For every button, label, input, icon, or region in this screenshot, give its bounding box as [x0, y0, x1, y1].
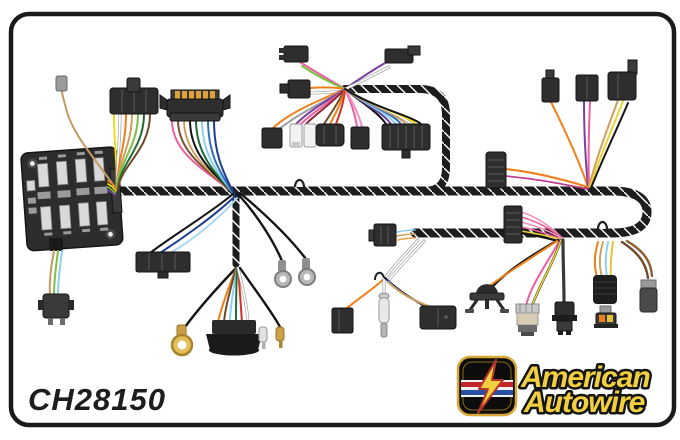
connector-return-end	[368, 223, 397, 247]
boot-connector-wires	[593, 241, 614, 278]
connector-star-d5-multipin	[381, 123, 431, 159]
return-trunk-end-wires	[396, 229, 416, 241]
gold-ring-terminal	[170, 324, 194, 357]
connector-top-left-2	[159, 89, 231, 122]
connector-top-left-1	[109, 77, 159, 115]
connector-b5	[331, 307, 354, 334]
connector-fusebox-lower	[38, 293, 74, 325]
cable-tie-loops	[293, 178, 609, 230]
small-colored-connector	[594, 305, 618, 328]
lamp-socket-metal	[515, 303, 540, 336]
bullet-terminal-white	[258, 326, 268, 349]
right-cluster-wires	[504, 99, 629, 190]
star-cluster-connectors	[261, 45, 431, 159]
connector-right-1	[541, 69, 560, 103]
lightning-bolt-icon	[477, 359, 504, 414]
cylinder-connector	[639, 287, 658, 313]
brown-pigtail	[620, 239, 658, 313]
loom-top-connector-wires	[519, 211, 562, 243]
connector-star-d4	[350, 126, 370, 150]
connector-right-2	[575, 74, 599, 102]
fuse-box-lower-pigtail	[38, 238, 74, 325]
connector-b6	[419, 305, 457, 330]
american-autowire-logo: American Autowire	[456, 355, 654, 422]
connector-c1	[135, 251, 191, 279]
bullet-terminal-brass	[275, 326, 285, 348]
connector-right-ribbed	[485, 151, 507, 189]
connector-star-up-left	[283, 45, 309, 63]
connector-star-d3	[315, 123, 345, 147]
inline-fuse-link	[378, 292, 390, 338]
logo-text-line2: Autowire	[523, 386, 645, 419]
star-cluster-wires	[272, 61, 422, 132]
logo-badge	[456, 355, 518, 417]
connector-top-left-1-wires	[113, 112, 151, 189]
boot-connector	[593, 275, 617, 304]
lamp-socket-wires	[525, 238, 566, 308]
part-number: CH28150	[28, 382, 166, 417]
fuse-box	[20, 146, 124, 252]
ring-terminal-1	[274, 260, 292, 288]
connector-star-d2-white	[289, 123, 317, 148]
connector-star-d1	[261, 127, 283, 149]
connector-star-up-right	[384, 48, 414, 64]
logo-text-line1: American	[520, 361, 650, 394]
right-cluster-connectors	[485, 59, 638, 189]
connector-top-left-2-wires	[171, 119, 235, 195]
connector-star-left	[279, 79, 311, 99]
firewall-boot-group	[170, 266, 285, 357]
main-loom	[108, 85, 652, 268]
firewall-boot	[206, 320, 262, 356]
tan-pigtail	[55, 75, 115, 187]
fuse-slots	[26, 150, 109, 236]
connector-on-loom	[503, 205, 523, 244]
terminal-end	[55, 75, 68, 92]
lamp-socket-black	[552, 301, 577, 335]
relay-flasher	[465, 238, 560, 313]
connector-right-3	[607, 59, 638, 101]
bottom-left-branch-wires	[149, 191, 308, 263]
ring-terminal-2	[298, 258, 316, 286]
inline-link-group	[331, 238, 457, 338]
bundle-junction-a	[107, 180, 118, 196]
